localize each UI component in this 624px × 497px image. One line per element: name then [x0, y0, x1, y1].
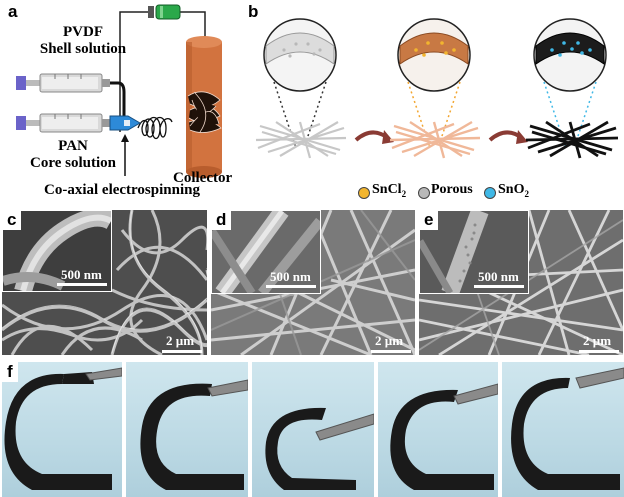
- stage3-fiber-mat: [525, 120, 619, 159]
- panel-d-sem-image: 500 nm d 2 µm: [211, 210, 415, 355]
- panel-a-letter: a: [8, 2, 18, 21]
- legend-dot-porous: [418, 187, 430, 199]
- tweezer-icon: [575, 367, 624, 389]
- panel-e-sem-image: 500 nm e 2 µm: [419, 210, 623, 355]
- stage3-zoom-circle: [533, 18, 607, 149]
- flex-photo-4-sheet: [390, 383, 498, 490]
- panel-c-inset-scale-label: 500 nm: [61, 267, 102, 282]
- panel-e-inset-fibers: [420, 211, 489, 293]
- flex-photo-5: [502, 362, 624, 497]
- panel-d-letter: d: [211, 210, 232, 230]
- panel-e-inset-scale-bar: [474, 285, 524, 288]
- flex-photo-1-sheet: [4, 367, 122, 490]
- panel-d-inset-fibers: [212, 211, 320, 293]
- flex-photo-1: [2, 362, 122, 497]
- collector-drum: [186, 36, 222, 178]
- stage2-fiber-mat: [389, 120, 481, 159]
- electrospinning-setup-diagram: [16, 4, 222, 178]
- panel-d-fibers: [211, 210, 415, 355]
- shell-solution-label: PVDF Shell solution: [28, 24, 138, 58]
- nozzle-arrow: [121, 134, 129, 176]
- fiber-jet-spiral: [137, 116, 173, 140]
- panel-f-letter: f: [2, 362, 18, 382]
- flex-photo-3: [252, 362, 374, 497]
- panel-c-letter: c: [2, 210, 22, 230]
- panel-c-scale-label: 2 µm: [166, 333, 195, 348]
- panel-b-letter: b: [248, 2, 259, 21]
- tweezer-icon: [315, 413, 374, 441]
- core-label-line1: PAN: [58, 138, 88, 154]
- flex-photo-4: [378, 362, 498, 497]
- panel-a: a: [0, 0, 240, 205]
- process-schematic: [255, 18, 619, 159]
- panel-e-scale-bar: [579, 350, 619, 353]
- shell-label-line2: Shell solution: [39, 41, 127, 57]
- panel-c-inset-scale-bar: [57, 283, 107, 286]
- coaxial-nozzle: [109, 115, 141, 131]
- legend-label-sncl2: SnCl2: [372, 182, 407, 199]
- core-syringe: [16, 113, 110, 133]
- panel-e-letter: e: [419, 210, 439, 230]
- panel-d-scale-bar: [371, 350, 411, 353]
- panel-e-inset-scale-label: 500 nm: [478, 269, 519, 284]
- panel-c-scale-bar: [162, 350, 202, 353]
- legend-dot-sncl2: [358, 187, 370, 199]
- stage1-zoom-circle: [263, 18, 337, 149]
- panel-d-inset-scale-bar: [266, 285, 316, 288]
- stage2-zoom-circle: [397, 18, 471, 149]
- legend-dot-sno2: [484, 187, 496, 199]
- tweezer-icon: [85, 367, 122, 381]
- panel-b: b: [240, 0, 624, 205]
- core-label-line2: Core solution: [30, 155, 116, 171]
- panel-c-fibers: [2, 210, 207, 355]
- collector-label: Collector: [173, 170, 233, 186]
- shell-syringe: [16, 73, 126, 116]
- stage1-fiber-mat: [255, 121, 347, 159]
- panel-e-inset: 500 nm: [419, 210, 529, 294]
- shell-label-line1: PVDF: [63, 24, 103, 40]
- panel-e-scale-label: 2 µm: [583, 333, 612, 348]
- legend-label-sno2: SnO2: [498, 182, 529, 199]
- panel-f: f: [0, 362, 624, 497]
- panel-d-scale-label: 2 µm: [375, 333, 404, 348]
- power-wire: [119, 11, 206, 132]
- panel-c-sem-image: 500 nm c 2 µm: [2, 210, 207, 355]
- panel-d-inset-scale-label: 500 nm: [270, 269, 311, 284]
- tweezer-icon: [453, 383, 498, 405]
- legend-label-porous: Porous: [431, 182, 473, 197]
- battery-icon: [148, 4, 181, 20]
- core-solution-label: PAN Core solution: [18, 138, 128, 172]
- method-label: Co-axial electrospinning: [44, 182, 200, 198]
- flex-photo-3-sheet: [265, 407, 374, 490]
- tweezer-icon: [207, 379, 248, 397]
- flex-photo-2-sheet: [140, 379, 248, 490]
- panel-d-inset: 500 nm: [211, 210, 321, 294]
- flex-photo-2: [126, 362, 248, 497]
- flex-photo-5-sheet: [511, 367, 624, 490]
